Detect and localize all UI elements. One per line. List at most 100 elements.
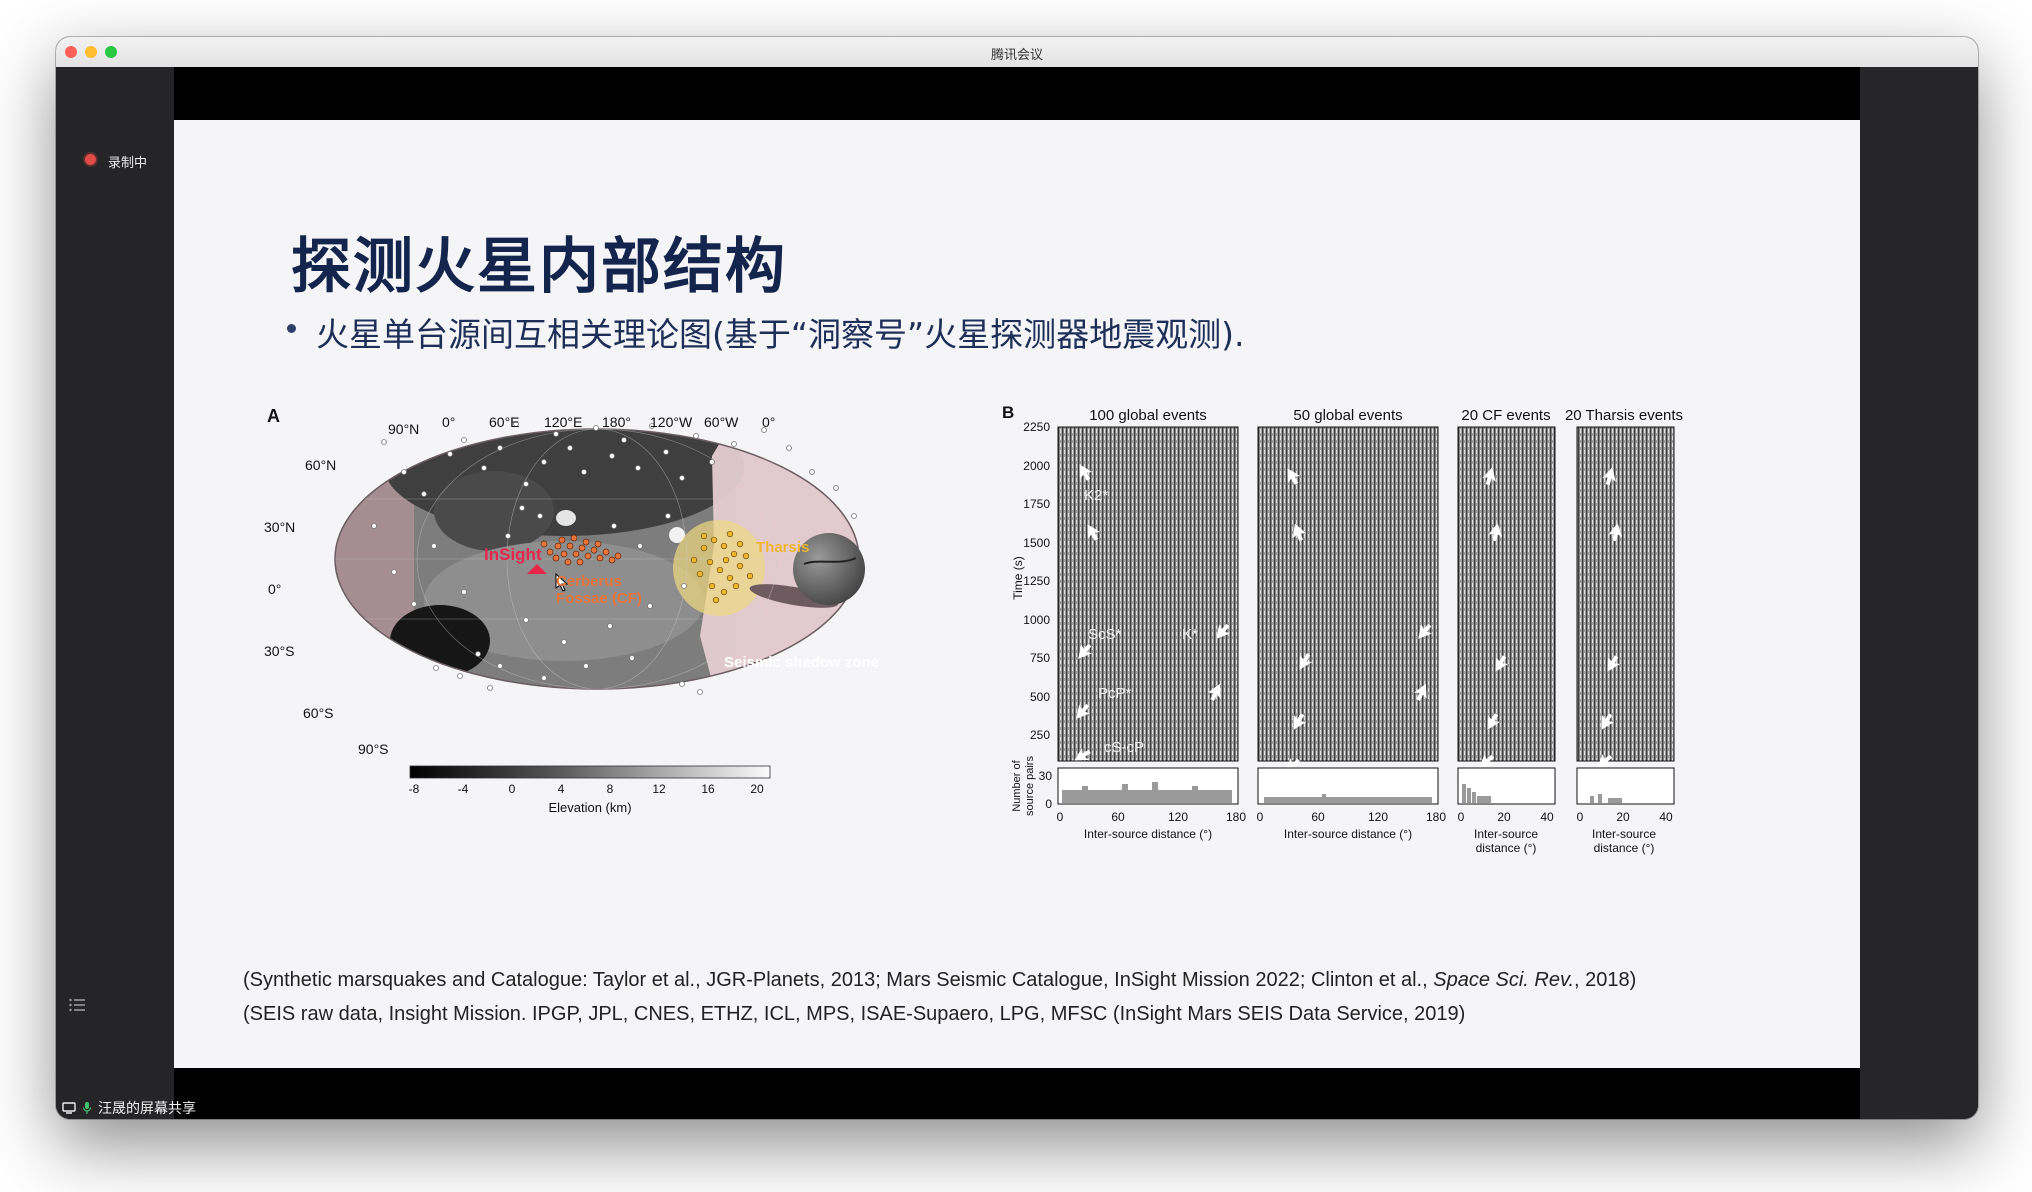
- x-tick: 120: [1168, 810, 1188, 824]
- y-tick: 2000: [1023, 459, 1050, 473]
- panel-title-20-tharsis: 20 Tharsis events: [1565, 407, 1683, 424]
- insight-lander-marker: [527, 564, 547, 574]
- panel-title-50-global: 50 global events: [1293, 407, 1402, 424]
- panel-a-label: A: [267, 406, 280, 426]
- citation-1-journal: Space Sci. Rev.: [1433, 969, 1575, 991]
- time-axis-label: Time (s): [1011, 556, 1025, 600]
- cb-tick: 12: [652, 782, 666, 796]
- x-ticks: 0 60 120 180 0 60 120 180 0 20 40 0 20 4…: [1057, 810, 1673, 824]
- citation-line-2: (SEIS raw data, Insight Mission. IPGP, J…: [243, 1003, 1466, 1025]
- phase-label-pcp: PcP*: [1098, 685, 1132, 702]
- lat-label-30n: 30°N: [264, 519, 295, 535]
- cross-correlation-figure: B 2250 2000 1750 1500 1250 1000 750 500 …: [1002, 403, 1683, 855]
- latitude-labels: 60°N 30°N 0° 30°S 60°S 90°S: [264, 457, 389, 757]
- citation-1-text: (Synthetic marsquakes and Catalogue: Tay…: [243, 969, 1434, 991]
- app-window: 腾讯会议 录制中 探测火星内部结构 火星单台源间互相关理论图(基于“洞察号”火星…: [56, 37, 1978, 1119]
- phase-label-k: K*: [1182, 626, 1198, 643]
- x-tick: 20: [1616, 810, 1630, 824]
- phase-label-k2: K2*: [1084, 487, 1108, 504]
- x-tick: 0: [1458, 810, 1465, 824]
- insight-label: InSight: [484, 545, 542, 564]
- y-tick: 750: [1030, 651, 1050, 665]
- olympus-bright: [669, 527, 685, 543]
- histogram-y-ticks: 30 0: [1039, 769, 1053, 811]
- list-icon[interactable]: [64, 992, 92, 1018]
- lat-label-60n: 60°N: [305, 457, 336, 473]
- x-tick: 60: [1311, 810, 1325, 824]
- x-tick: 40: [1659, 810, 1673, 824]
- screen-share-indicator[interactable]: 汪晟的屏幕共享: [56, 1096, 196, 1119]
- x-label-tharsis-line2: distance (°): [1594, 841, 1655, 855]
- lon-label-120e: 120°E: [544, 414, 582, 430]
- dark-region: [434, 471, 554, 551]
- cb-tick: 20: [750, 782, 764, 796]
- hist-y-tick: 0: [1045, 797, 1052, 811]
- colorbar-ticks: -8 -4 0 4 8 12 16 20: [409, 782, 764, 796]
- cb-tick: -8: [409, 782, 420, 796]
- mouse-cursor-icon: [555, 572, 569, 592]
- title-bar: 腾讯会议: [56, 37, 1978, 68]
- panel-b-label: B: [1002, 403, 1014, 422]
- maximize-window-button[interactable]: [105, 46, 117, 58]
- close-window-button[interactable]: [65, 46, 77, 58]
- x-labels: Inter-source distance (°) Inter-source d…: [1084, 827, 1656, 855]
- histogram-panels: [1057, 767, 1675, 805]
- minimize-window-button[interactable]: [85, 46, 97, 58]
- cb-tick: 8: [607, 782, 614, 796]
- cf-label-line1: Cerberus: [556, 573, 622, 590]
- meeting-sidebar: 录制中: [56, 67, 174, 1119]
- histogram-y-label-line2: source pairs: [1024, 756, 1036, 816]
- x-tick: 20: [1497, 810, 1511, 824]
- hellas-basin: [390, 605, 490, 677]
- panel-title-100-global: 100 global events: [1089, 407, 1207, 424]
- lon-label-90n: 90°N: [388, 421, 419, 437]
- y-tick: 500: [1030, 690, 1050, 704]
- presentation-slide: 探测火星内部结构 火星单台源间互相关理论图(基于“洞察号”火星探测器地震观测).…: [174, 120, 1860, 1068]
- lat-label-0: 0°: [268, 581, 281, 597]
- phase-label-cs-cp: cS-cP: [1104, 739, 1144, 756]
- cb-tick: 16: [701, 782, 715, 796]
- share-owner-label: 汪晟的屏幕共享: [98, 1099, 196, 1116]
- lat-label-90s: 90°S: [358, 741, 389, 757]
- x-label-50-global: Inter-source distance (°): [1284, 827, 1412, 841]
- longitude-labels: 90°N 0° 60°E 120°E 180° 120°W 60°W 0°: [388, 414, 775, 437]
- lon-label-180: 180°: [602, 414, 631, 430]
- lon-label-60w: 60°W: [704, 414, 739, 430]
- lon-label-0-right: 0°: [762, 414, 775, 430]
- recording-icon: [85, 154, 96, 165]
- bullet-point-icon: [287, 324, 296, 333]
- x-tick: 0: [1257, 810, 1264, 824]
- microphone-icon: [82, 1101, 92, 1114]
- seismogram-panel-20-tharsis: [1576, 426, 1675, 762]
- cb-tick: -4: [458, 782, 469, 796]
- x-tick: 60: [1111, 810, 1125, 824]
- slide-bullet: 火星单台源间互相关理论图(基于“洞察号”火星探测器地震观测).: [316, 315, 1245, 354]
- histogram-y-label-line1: Number of: [1011, 759, 1023, 811]
- lat-label-60s: 60°S: [303, 705, 334, 721]
- seismogram-panel-50-global: [1257, 426, 1439, 762]
- cf-label-line2: Fossae (CF): [556, 590, 642, 607]
- cf-event-cluster: [540, 534, 622, 566]
- screen-share-icon: [62, 1101, 76, 1114]
- panel-title-20-cf: 20 CF events: [1461, 407, 1550, 424]
- shadow-zone-label: Seismic shadow zone: [724, 654, 879, 671]
- x-label-cf-line1: Inter-source: [1474, 827, 1538, 841]
- citation-line-1: (Synthetic marsquakes and Catalogue: Tay…: [243, 969, 1636, 992]
- citation-1-year: , 2018): [1574, 969, 1637, 991]
- lon-label-120w: 120°W: [650, 414, 693, 430]
- x-label-100-global: Inter-source distance (°): [1084, 827, 1212, 841]
- time-axis-ticks: 2250 2000 1750 1500 1250 1000 750 500 25…: [1023, 420, 1050, 742]
- lon-label-60e: 60°E: [489, 414, 520, 430]
- x-tick: 0: [1577, 810, 1584, 824]
- y-tick: 1000: [1023, 613, 1050, 627]
- cb-tick: 0: [509, 782, 516, 796]
- x-tick: 180: [1226, 810, 1246, 824]
- tharsis-label: Tharsis: [756, 539, 809, 556]
- recording-status[interactable]: 录制中: [108, 155, 148, 170]
- right-panel: [1860, 67, 1978, 1119]
- phase-labels: K2* ScS* K* PcP* cS-cP: [1084, 487, 1198, 756]
- x-label-tharsis-line1: Inter-source: [1592, 827, 1656, 841]
- x-tick: 120: [1368, 810, 1388, 824]
- seismogram-panel-20-cf: [1457, 426, 1556, 762]
- tharsis-event-cluster: [690, 530, 754, 604]
